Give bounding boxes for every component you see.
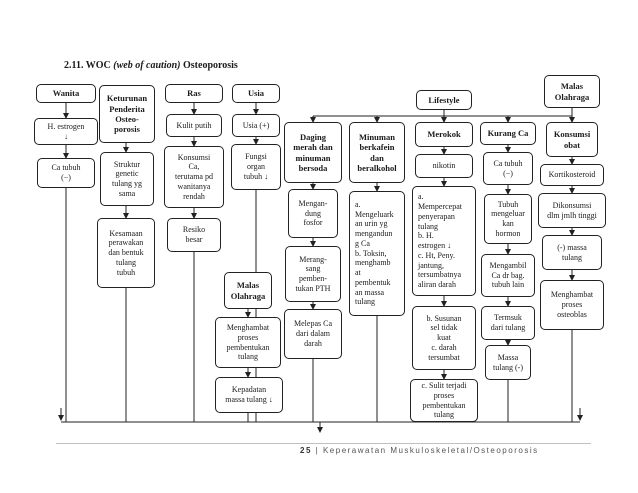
node-struktur-genetic: Struktur genetic tulang yg sama [100,152,154,206]
node-kortikosteroid: Kortikosteroid [540,164,604,186]
node-massa-tulang-dec: (-) massa tulang [542,235,602,270]
node-ras: Ras [165,84,223,103]
node-dikonsumsi: Dikonsumsi dlm jmlh tinggi [538,193,606,228]
node-lifestyle: Lifestyle [416,90,472,110]
diagram-title: 2.11. WOC (web of caution) Osteoporosis [64,60,238,71]
node-mengandung-fosfor: Mengan- dung fosfor [288,189,338,238]
node-tubuh-mengeluarkan-hormon: Tubuh mengeluar kan hormon [484,194,532,244]
node-daging-merah: Daging merah dan minuman bersoda [284,122,342,183]
node-kesamaan: Kesamaan perawakan dan bentuk tulang tub… [97,218,155,288]
node-massa-tulang-minus: Massa tulang (-) [485,345,531,380]
node-nikotin: nikotin [415,154,473,178]
node-mengambil-ca: Mengambil Ca dr bag. tubuh lain [481,254,535,297]
footer-separator: | [315,446,320,455]
node-ca-tubuh-right: Ca tubuh (−) [483,152,533,185]
node-melepas-ca: Melepas Ca dari dalam darah [284,309,342,359]
node-malas-olahraga-right: Malas Olahraga [544,75,600,108]
node-sulit-terjadi: c. Sulit terjadi proses pembentukan tula… [410,379,478,422]
node-menghambat-osteoblas: Menghambat proses osteoblas [540,280,604,330]
node-keturunan: Keturunan Penderita Osteo- porosis [99,85,155,143]
node-merokok: Merokok [415,122,473,147]
node-usia: Usia [232,84,280,103]
page-footer: 25 | Keperawatan Muskuloskeletal/Osteopo… [300,446,539,455]
node-kafein-effects: a. Mengeluark an urin yg mengandun g Ca … [349,191,405,316]
node-konsumsi-ca: Konsumsi Ca, terutama pd wanitanya renda… [164,146,224,208]
footer-text: Keperawatan Muskuloskeletal/Osteoporosis [322,446,539,455]
node-nikotin-effects: a. Mempercepat penyerapan tulang b. H. e… [412,186,476,296]
node-termasuk-tulang: Termsuk dari tulang [481,306,535,340]
node-wanita: Wanita [36,84,96,103]
node-minuman-berkafein: Minuman berkafein dan beralkohol [349,122,405,183]
node-resiko-besar: Resiko besar [167,218,221,252]
node-fungsi-organ: Fungsi organ tubuh ↓ [231,144,281,190]
node-merangsang-pth: Merang- sang pemben- tukan PTH [285,246,341,302]
node-malas-olahraga-mid: Malas Olahraga [224,272,272,309]
node-kepadatan-massa: Kepadatan massa tulang ↓ [215,377,283,413]
node-kurang-ca: Kurang Ca [480,122,536,145]
node-h-estrogen: H. estrogen ↓ [34,118,98,145]
footer-rule [56,443,591,444]
node-menghambat-pembentukan: Menghambat proses pembentukan tulang [215,317,281,368]
page-number: 25 [300,446,312,455]
node-usia-plus: Usia (+) [232,114,280,137]
node-susunan-sel: b. Susunan sel tidak kuat c. darah tersu… [412,306,476,370]
node-ca-tubuh-left: Ca tubuh (−) [37,158,95,188]
node-konsumsi-obat: Konsumsi obat [546,122,598,157]
node-kulit-putih: Kulit putih [166,114,222,137]
